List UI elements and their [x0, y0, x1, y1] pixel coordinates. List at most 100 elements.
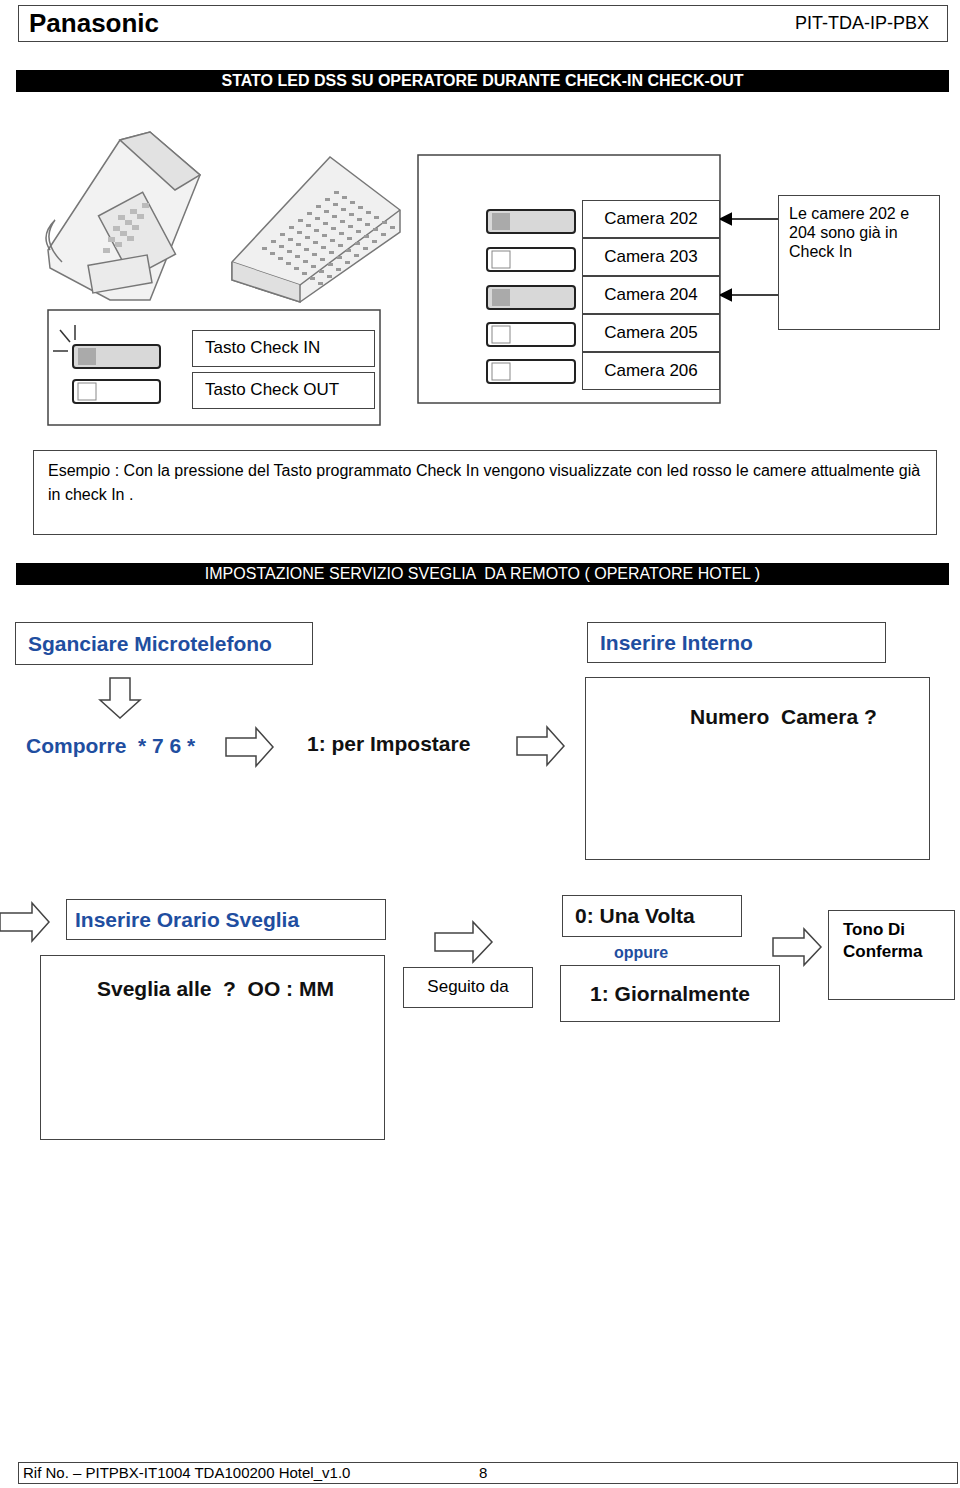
- text-box: Tasto Check OUT: [192, 372, 375, 409]
- phone-key: [108, 237, 115, 242]
- checkin-led: [78, 348, 96, 365]
- dss-key: [262, 247, 267, 250]
- dss-key: [329, 251, 334, 254]
- box-text: Inserire Orario Sveglia: [75, 907, 299, 932]
- text-box: Seguito da: [403, 967, 533, 1008]
- dss-key: [349, 213, 354, 216]
- option-text: 1: per Impostare: [307, 732, 470, 756]
- dss-key: [364, 235, 369, 238]
- dss-key: [342, 196, 347, 199]
- phone-illustration: [46, 132, 200, 300]
- box-text: 8: [479, 1464, 487, 1482]
- button-frame: [48, 310, 380, 425]
- box-text: Rif No. – PITPBX-IT1004 TDA100200 Hotel_…: [23, 1464, 350, 1482]
- dss-key: [294, 267, 299, 270]
- box-text: Le camere 202 e 204 sono già in Check In: [789, 204, 929, 262]
- dss-key: [279, 245, 284, 248]
- dss-key: [345, 261, 350, 264]
- dss-key: [346, 249, 351, 252]
- text-box: Le camere 202 e 204 sono già in Check In: [778, 195, 940, 330]
- phone-key: [137, 214, 144, 219]
- room-key: [487, 360, 575, 383]
- dss-key: [315, 217, 320, 220]
- phone-key: [103, 248, 110, 253]
- dss-key: [374, 216, 379, 219]
- room-key: [487, 248, 575, 271]
- box-text: Camera 203: [604, 247, 698, 267]
- box-text: Sganciare Microtelefono: [28, 631, 272, 656]
- dss-key: [348, 225, 353, 228]
- room-led: [492, 363, 510, 380]
- checkout-led: [78, 383, 96, 400]
- dss-key: [278, 257, 283, 260]
- dss-key: [295, 255, 300, 258]
- box-text: Camera 204: [604, 285, 698, 305]
- box-text: Tasto Check IN: [205, 338, 320, 358]
- dss-key: [303, 260, 308, 263]
- phone-key: [113, 226, 120, 231]
- text-box: Camera 202: [582, 200, 720, 238]
- phone-key: [118, 215, 125, 220]
- text-box: Camera 205: [582, 314, 720, 352]
- dss-key: [365, 223, 370, 226]
- box-text: Seguito da: [427, 977, 508, 997]
- page-header: PanasonicPIT-TDA-IP-PBX: [18, 5, 948, 42]
- box-text: Camera 202: [604, 209, 698, 229]
- dss-key: [314, 229, 319, 232]
- dss-key: [289, 226, 294, 229]
- dss-key: [334, 191, 339, 194]
- section-band: IMPOSTAZIONE SERVIZIO SVEGLIA DA REMOTO …: [16, 563, 949, 585]
- dss-key: [327, 275, 332, 278]
- dss-key: [298, 219, 303, 222]
- dss-key: [356, 230, 361, 233]
- text-box: Camera 203: [582, 238, 720, 276]
- dss-keys: [262, 191, 395, 285]
- dss-key: [350, 201, 355, 204]
- box-text: Panasonic: [29, 8, 159, 39]
- phone-key: [142, 203, 149, 208]
- room-led: [492, 213, 510, 230]
- dss-key: [313, 241, 318, 244]
- dss-key: [330, 239, 335, 242]
- phone-key: [120, 231, 127, 236]
- room-key: [487, 286, 575, 309]
- dss-key: [297, 231, 302, 234]
- dss-key: [320, 258, 325, 261]
- dss-key: [332, 215, 337, 218]
- dss-key: [304, 248, 309, 251]
- room-key: [487, 323, 575, 346]
- dss-key: [382, 221, 387, 224]
- dss-key: [310, 277, 315, 280]
- text-box: 1: Giornalmente: [560, 965, 780, 1022]
- box-text: 0: Una Volta: [575, 903, 695, 928]
- text-box: Sveglia alle ? OO : MM: [40, 955, 385, 1140]
- dss-key: [373, 228, 378, 231]
- box-text: Esempio : Con la pressione del Tasto pro…: [48, 459, 922, 507]
- box-text: Tasto Check OUT: [205, 380, 339, 400]
- dss-frame: [418, 155, 720, 403]
- box-text: Camera 206: [604, 361, 698, 381]
- dss-key: [312, 253, 317, 256]
- box-text: Camera 205: [604, 323, 698, 343]
- text-box: Inserire Orario Sveglia: [66, 899, 386, 940]
- dss-key: [311, 265, 316, 268]
- section-band: STATO LED DSS SU OPERATORE DURANTE CHECK…: [16, 70, 949, 92]
- dss-console-illustration: [232, 157, 400, 302]
- room-led: [492, 326, 510, 343]
- dss-key: [296, 243, 301, 246]
- box-text: Tono Di Conferma: [843, 919, 940, 963]
- dss-key: [302, 272, 307, 275]
- text-box: Camera 206: [582, 352, 720, 390]
- dss-key: [318, 282, 323, 285]
- dss-key: [280, 233, 285, 236]
- dss-key: [358, 206, 363, 209]
- text-box: Tono Di Conferma: [828, 910, 955, 1000]
- dss-key: [381, 233, 386, 236]
- dial-code: Comporre * 7 6 *: [26, 734, 195, 758]
- dss-key: [336, 268, 341, 271]
- text-box: 0: Una Volta: [562, 895, 742, 937]
- room-keys: [487, 210, 575, 383]
- text-box: Sganciare Microtelefono: [15, 622, 313, 665]
- dss-key: [321, 246, 326, 249]
- dss-key: [363, 247, 368, 250]
